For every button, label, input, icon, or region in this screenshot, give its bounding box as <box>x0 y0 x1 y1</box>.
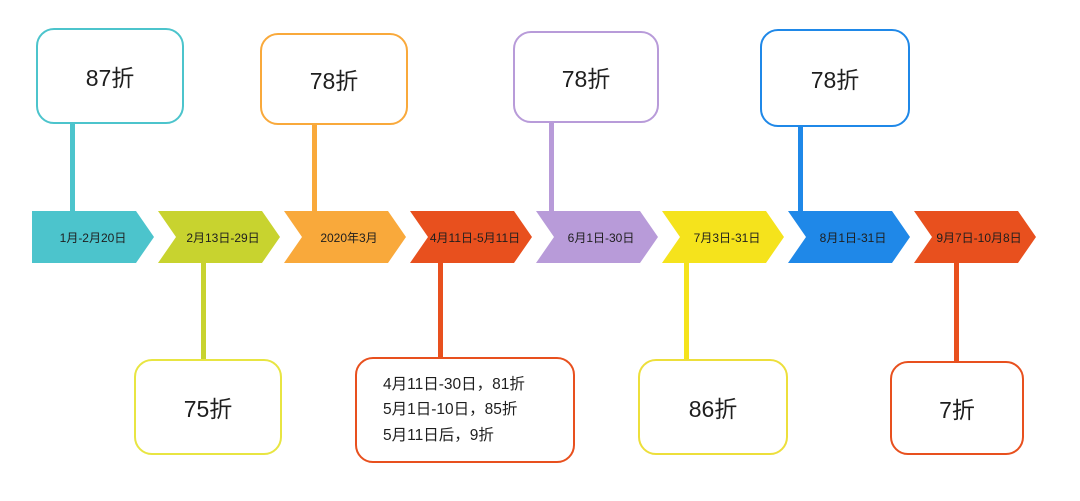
timeline-segment-8-label: 9月7日-10月8日 <box>936 230 1022 245</box>
callout-bottom-1-label: 75折 <box>183 396 233 422</box>
timeline-segment-7-label: 8月1日-31日 <box>819 230 887 245</box>
callout-top-3: 78折 <box>513 31 659 123</box>
timeline-segment-8: 9月7日-10月8日 <box>914 211 1036 263</box>
timeline-segment-3: 2020年3月 <box>284 211 406 263</box>
connector-top-3 <box>549 121 554 214</box>
timeline-segment-7: 8月1日-31日 <box>788 211 910 263</box>
callout-top-3-label: 78折 <box>561 66 611 92</box>
timeline-segment-6-label: 7月3日-31日 <box>693 230 761 245</box>
callout-top-4-label: 78折 <box>810 67 860 93</box>
timeline-segment-2-label: 2月13日-29日 <box>186 230 260 245</box>
connector-top-4 <box>798 125 803 214</box>
timeline-segment-2: 2月13日-29日 <box>158 211 280 263</box>
timeline-segment-6: 7月3日-31日 <box>662 211 784 263</box>
callout-bottom-2: 4月11日-30日，81折 5月1日-10日，85折 5月11日后，9折 <box>355 357 575 463</box>
callout-bottom-2-line1: 4月11日-30日，81折 <box>383 375 525 393</box>
callout-bottom-3: 86折 <box>638 359 788 455</box>
timeline-segment-1-label: 1月-2月20日 <box>59 230 127 245</box>
callout-top-2: 78折 <box>260 33 408 125</box>
timeline-segment-1: 1月-2月20日 <box>32 211 154 263</box>
callout-bottom-2-line3: 5月11日后，9折 <box>383 426 494 444</box>
callout-bottom-4-label: 7折 <box>939 397 975 423</box>
callout-bottom-4: 7折 <box>890 361 1024 455</box>
callout-top-1: 87折 <box>36 28 184 124</box>
callout-bottom-2-line2: 5月1日-10日，85折 <box>383 401 518 419</box>
connector-top-1 <box>70 122 75 214</box>
timeline-segment-5-label: 6月1日-30日 <box>567 230 635 245</box>
connector-bottom-3 <box>684 261 689 361</box>
callout-bottom-1: 75折 <box>134 359 282 455</box>
callout-bottom-3-label: 86折 <box>688 396 738 422</box>
callout-top-4: 78折 <box>760 29 910 127</box>
connector-top-2 <box>312 123 317 214</box>
timeline-segment-5: 6月1日-30日 <box>536 211 658 263</box>
callout-top-1-label: 87折 <box>85 65 135 91</box>
timeline-segment-4-label: 4月11日-5月11日 <box>429 230 521 245</box>
timeline-segment-3-label: 2020年3月 <box>320 230 378 245</box>
timeline-segment-4: 4月11日-5月11日 <box>410 211 532 263</box>
connector-bottom-1 <box>201 261 206 361</box>
connector-bottom-4 <box>954 261 959 363</box>
callout-top-2-label: 78折 <box>309 68 359 94</box>
connector-bottom-2 <box>438 261 443 359</box>
